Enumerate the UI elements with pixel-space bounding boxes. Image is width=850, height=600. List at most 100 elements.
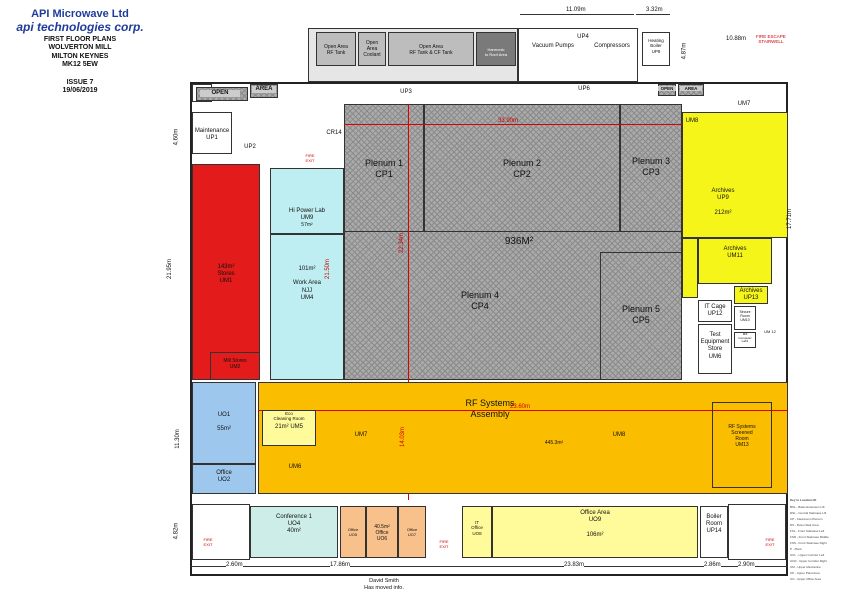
open-area-coolant [358, 32, 386, 66]
compressors-label: Compressors [594, 43, 630, 49]
legend-item: DSL - Central Staircase Lift [790, 511, 827, 515]
cleaning-label: Eco Cleaning Room [273, 411, 305, 422]
dim-11-30: 11.30m [174, 429, 181, 449]
plenum-5-label: Plenum 5 CP5 [621, 304, 661, 325]
legend-item: FSR - Front Staircase Middle [790, 535, 829, 539]
dim-23-60: 23.60m [510, 404, 531, 410]
archives-up9 [682, 112, 788, 238]
office-area-label: Office Area UO9 106m² [580, 510, 610, 538]
rf-systems-assembly [258, 382, 788, 494]
hi-power-lab [270, 168, 344, 234]
maintenance-room [192, 112, 232, 154]
dim-17-71: 17.71m [787, 208, 794, 230]
dim-22-34: 22.34m [399, 232, 406, 254]
dim-21-50: 21.50m [325, 258, 332, 280]
archives-up13-label: Archives UP13 [739, 288, 763, 302]
office-uo5-label: Office UO5 [347, 527, 359, 537]
dim-17-86: 17.86m [330, 562, 351, 568]
secure-room-label: Secure Room UM10 [739, 310, 751, 323]
plan-title: FIRST FLOOR PLANS [43, 36, 117, 44]
plenum-3-label: Plenum 3 CP3 [631, 156, 671, 177]
secure-room [734, 306, 756, 330]
dim-4-87: 4.87m [681, 42, 688, 60]
um7-top-label: UM7 [737, 101, 751, 107]
stores-um1 [192, 164, 260, 380]
boiler-label: Boiler Room UP14 [705, 514, 722, 535]
brand-name: api technologies corp. [16, 19, 144, 34]
hi-power-label: Hi Power Lab UM9 [288, 208, 326, 222]
dim-33-90: 33.90m [498, 118, 519, 124]
work-area-label: 101m² Work Area NJJ UM4 [293, 266, 321, 301]
dim-2-90: 2.90m [738, 562, 755, 568]
rf-assembly-label: RF Systems Assembly [465, 398, 515, 419]
mill-stores-label: Mill Stores UM2 [223, 358, 247, 370]
stair-bottom-left [192, 504, 250, 560]
bottom-dim-line [190, 566, 788, 567]
test-equipment-label: Test Equipment Store UM6 [700, 332, 730, 360]
plenum-5 [600, 252, 682, 380]
postcode: MK12 5EW [62, 60, 98, 68]
cr14-label: CR14 [326, 130, 342, 136]
um8-label: UM8 [612, 432, 626, 438]
it-cage [698, 300, 732, 322]
archives-up9-label: Archives UP9 212m² [711, 188, 735, 216]
up4-label: UP4 [577, 34, 589, 40]
archives-um11 [698, 238, 772, 284]
legend-item: FSS - Front Staircase Right [790, 541, 827, 545]
rf-screened-room [712, 402, 772, 488]
open-label-left: OPEN [200, 90, 240, 98]
heating-label: Heating Boiler UP8 [648, 38, 664, 54]
archives-up13 [734, 286, 768, 304]
legend-item: UP - Upper Plant Area [790, 571, 820, 575]
open-area-coolant-label: Open Area Coolant [363, 40, 381, 58]
office-uo6-label: 40.5m² Office UO6 [374, 524, 390, 542]
legend-item: UCL - Upper Corridor Left [790, 553, 825, 557]
archives-strip [682, 238, 698, 298]
conference-uo4 [250, 506, 338, 558]
plenum-4-label: Plenum 4 CP4 [460, 290, 500, 311]
legend-item: UCR - Upper Corridor Right [790, 559, 827, 563]
town-name: MILTON KEYNES [51, 52, 109, 60]
issue-date: 19/06/2019 [62, 86, 98, 94]
up6-label: UP6 [578, 86, 590, 92]
work-area [270, 234, 344, 380]
area-label-right: AREA [680, 86, 702, 92]
boiler-room [700, 506, 728, 558]
um5-label: 21m² UM5 [274, 424, 303, 430]
plenum-1-label: Plenum 1 CP1 [364, 158, 404, 179]
fire-exit-bottom-left: FIRE EXIT [203, 537, 213, 547]
archives-um11-label: Archives UM11 [723, 246, 747, 260]
dim-line-2 [636, 14, 670, 15]
cleaning-room [262, 410, 316, 446]
assembly-area: 445.3m² [544, 440, 564, 446]
open-area-cf-tank [388, 32, 474, 66]
it-cage-label: IT Cage UP12 [704, 304, 726, 318]
area-label-left: AREA [252, 86, 276, 94]
rf-screened-label: RF Systems Screened Room UM13 [728, 424, 756, 448]
david-smith-note: David Smith Has moved info. [364, 578, 404, 591]
open-area-cf-tank-label: Open Area RF Tank & CF Tank [409, 44, 453, 56]
office-uo7 [398, 506, 426, 558]
fire-exit-bottom-right: FIRE EXIT [765, 537, 775, 547]
open-area-rf-tank-label: Open Area RF Tank [324, 44, 348, 56]
um12-label: UM 12 [764, 329, 776, 334]
dim-21-95: 21.95m [167, 258, 174, 280]
office-uo2-label: Office UO2 [216, 470, 232, 484]
legend-item: FSL - Front Staircase Left [790, 529, 825, 533]
stores-label: 143m² Stores UM1 [217, 264, 235, 285]
company-name: API Microwave Ltd [31, 8, 129, 20]
dim-2-86: 2.86m [704, 562, 721, 568]
maintenance-label: Maintenance UP1 [194, 128, 230, 142]
plenum-1 [344, 104, 424, 232]
heating-boiler [642, 32, 670, 66]
dim-23-83: 23.83m [564, 562, 585, 568]
fire-exit-upper: FIRE EXIT [305, 153, 315, 163]
plenum-area-label: 936M² [504, 236, 534, 247]
legend-item: UO - Upper Office Area [790, 577, 821, 581]
harmonic-room [476, 32, 516, 66]
office-area-uo9 [492, 506, 698, 558]
red-dim-horizontal [344, 124, 682, 125]
title-block: API Microwave Ltd api technologies corp.… [0, 8, 160, 95]
red-dim-assembly [258, 410, 788, 411]
dim-3-32: 3.32m [646, 7, 663, 13]
